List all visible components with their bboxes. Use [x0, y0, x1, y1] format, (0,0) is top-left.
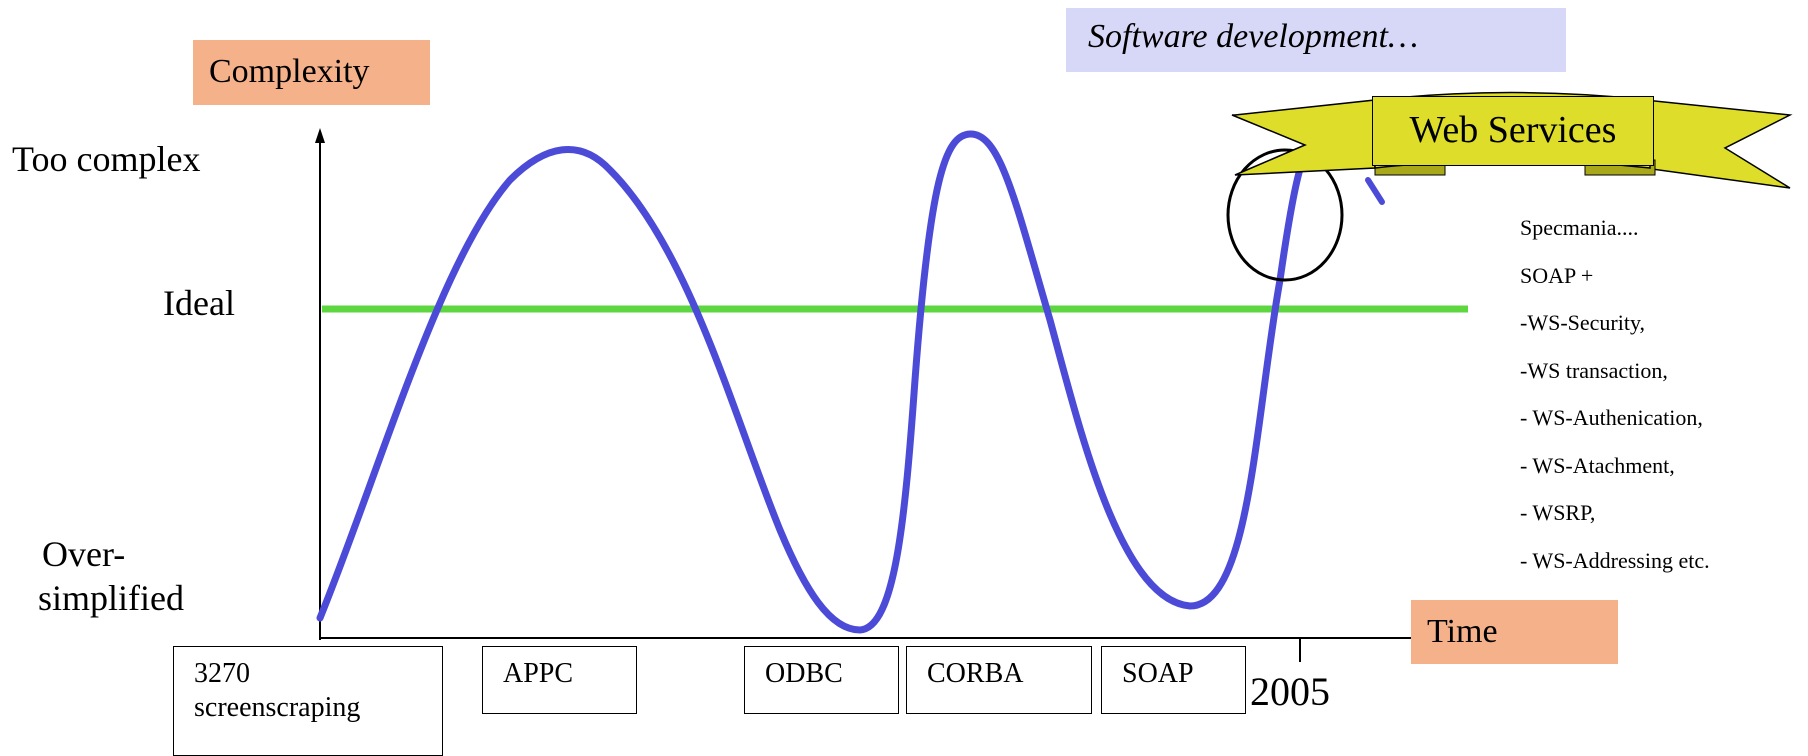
tech-label: ODBC [765, 658, 843, 689]
y-axis-title-text: Complexity [209, 53, 370, 90]
spec-item: - WSRP, [1520, 500, 1596, 525]
tech-label: APPC [503, 658, 574, 689]
year-label: 2005 [1250, 669, 1330, 714]
x-axis-title-text: Time [1427, 613, 1498, 650]
curve-continuation [1365, 177, 1385, 205]
spec-item: - WS-Authenication, [1520, 405, 1703, 430]
spec-item: - WS-Atachment, [1520, 452, 1675, 478]
level-too-complex: Too complex [12, 139, 201, 179]
spec-list: Specmania.... SOAP + -WS-Security, -WS t… [1520, 204, 1710, 584]
level-over-simplified-line2: simplified [38, 578, 184, 618]
tech-box-3270: 3270 screenscraping [173, 646, 443, 756]
banner-label-text: Web Services [1409, 109, 1617, 151]
spec-item: SOAP + [1520, 262, 1594, 288]
spec-item: Specmania.... [1520, 215, 1639, 240]
level-ideal: Ideal [163, 283, 235, 323]
tech-box-odbc: ODBC [744, 646, 899, 714]
subtitle: Software development… [1066, 8, 1566, 72]
tech-label: SOAP [1122, 658, 1194, 689]
subtitle-text: Software development… [1088, 18, 1419, 55]
spec-item: -WS transaction, [1520, 357, 1668, 383]
spec-item: -WS-Security, [1520, 310, 1646, 335]
level-over-simplified: Over- simplified [38, 532, 184, 620]
y-axis-title: Complexity [193, 40, 430, 105]
tech-label-line2: screenscraping [194, 692, 361, 723]
tech-label-line1: 3270 [194, 658, 250, 689]
tech-label: CORBA [927, 658, 1024, 689]
tech-box-soap: SOAP [1101, 646, 1246, 714]
y-axis [315, 128, 325, 640]
level-over-simplified-line1: Over- [42, 534, 126, 574]
spec-item: - WS-Addressing etc. [1520, 547, 1710, 573]
tech-box-corba: CORBA [906, 646, 1092, 714]
tech-box-appc: APPC [482, 646, 637, 714]
highlight-circle [1226, 148, 1344, 282]
complexity-curve [316, 130, 1307, 634]
web-services-banner-label: Web Services [1372, 96, 1654, 166]
x-axis-title: Time [1411, 600, 1618, 664]
